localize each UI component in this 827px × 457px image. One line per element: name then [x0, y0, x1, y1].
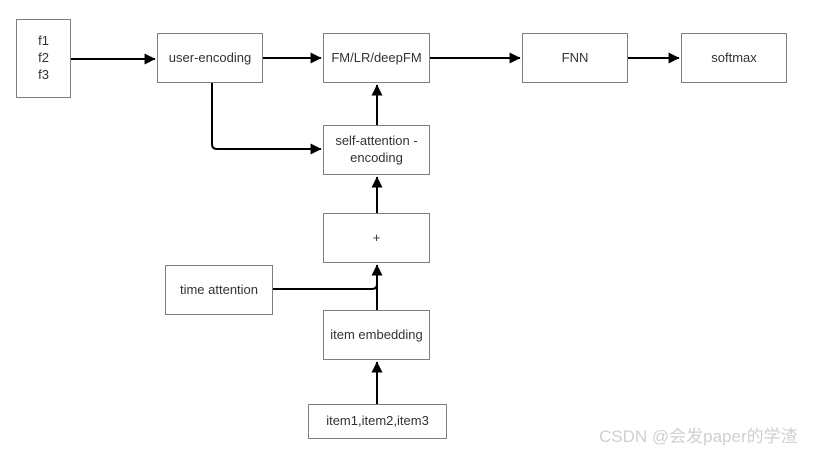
node-item-inputs: item1,item2,item3: [308, 404, 447, 439]
node-item-embedding: item embedding: [323, 310, 430, 360]
node-time-attention: time attention: [165, 265, 273, 315]
node-softmax: softmax: [681, 33, 787, 83]
edge-time-attention-to-plus: [273, 283, 378, 290]
node-fm-lr-deepfm: FM/LR/deepFM: [323, 33, 430, 83]
node-feature-inputs: f1 f2 f3: [16, 19, 71, 98]
node-self-attention-encoding: self-attention - encoding: [323, 125, 430, 175]
csdn-watermark: CSDN @会发paper的学渣: [599, 427, 798, 446]
node-user-encoding: user-encoding: [157, 33, 263, 83]
node-plus: +: [323, 213, 430, 263]
edge-user-encoding-to-self-attention: [211, 83, 322, 155]
node-fnn: FNN: [522, 33, 628, 83]
